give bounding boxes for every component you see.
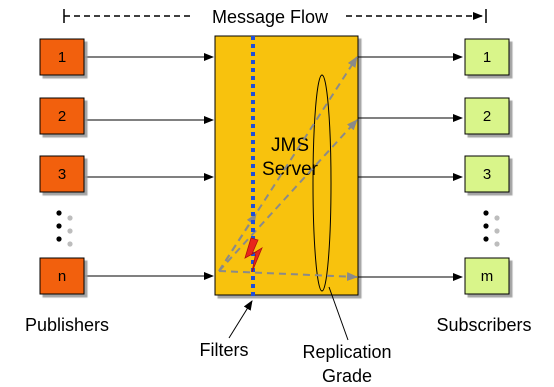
publisher-label: 1 <box>58 49 66 66</box>
publisher-node-n: n <box>39 257 85 295</box>
subscriber-arrows <box>358 53 463 281</box>
ellipsis-dot-shadow <box>494 215 500 221</box>
replication-grade-ellipse <box>312 74 332 292</box>
ellipsis-dot <box>483 210 489 216</box>
ellipsis-dot-shadow <box>494 241 500 247</box>
publisher-label: 2 <box>58 108 66 125</box>
subscriber-node-1: 1 <box>464 38 510 76</box>
publisher-node-1: 1 <box>39 38 85 76</box>
publisher-node-3: 3 <box>39 155 85 193</box>
ellipsis-dot <box>56 236 62 242</box>
publisher-arrows <box>85 53 214 280</box>
publisher-box <box>39 257 85 295</box>
filters-pointer-arrow <box>228 300 253 339</box>
subscriber-box <box>464 155 510 193</box>
ellipsis-dot <box>483 223 489 229</box>
publisher-label: n <box>58 268 66 285</box>
ellipsis-dot <box>56 210 62 216</box>
filters-label: Filters <box>200 340 249 360</box>
replication-grade-label-line1: Replication <box>302 342 391 362</box>
subscriber-node-3: 3 <box>464 155 510 193</box>
jms-server-label: JMS Server <box>262 135 319 180</box>
blocked-message-bolt-icon <box>244 237 263 273</box>
subscriber-box <box>464 257 510 295</box>
route-to-subscriber-2 <box>218 119 358 272</box>
ellipsis-dot <box>483 236 489 242</box>
ellipsis-dot-shadow <box>67 215 73 221</box>
subscriber-box <box>464 97 510 135</box>
publisher-ellipsis <box>56 210 73 247</box>
subscribers-label: Subscribers <box>436 315 531 335</box>
subscriber-label: m <box>481 268 494 285</box>
publishers-label: Publishers <box>25 315 109 335</box>
subscriber-column: 1 2 3 m Subscribers <box>436 38 532 335</box>
message-flow-label: Message Flow <box>212 7 329 27</box>
publisher-node-2: 2 <box>39 97 85 135</box>
message-flow-indicator: Message Flow <box>63 7 487 27</box>
publisher-box <box>39 97 85 135</box>
publisher-box <box>39 38 85 76</box>
ellipsis-dot-shadow <box>494 228 500 234</box>
server-label-line2: Server <box>262 159 319 180</box>
subscriber-label: 3 <box>483 166 491 183</box>
ellipsis-dot-shadow <box>67 228 73 234</box>
publisher-box <box>39 155 85 193</box>
ellipsis-dot-shadow <box>67 241 73 247</box>
subscriber-node-2: 2 <box>464 97 510 135</box>
ellipsis-dot <box>56 223 62 229</box>
server-label-line1: JMS <box>271 135 309 156</box>
subscriber-label: 2 <box>483 108 491 125</box>
replication-grade-pointer <box>328 286 349 341</box>
publisher-column: 1 2 3 n Publishers <box>25 38 109 335</box>
replication-grade-label-line2: Grade <box>322 366 372 386</box>
publisher-label: 3 <box>58 166 66 183</box>
subscriber-node-m: m <box>464 257 510 295</box>
subscriber-label: 1 <box>483 49 491 66</box>
replication-routing-arrows <box>218 56 358 282</box>
subscriber-box <box>464 38 510 76</box>
subscriber-ellipsis <box>483 210 500 247</box>
